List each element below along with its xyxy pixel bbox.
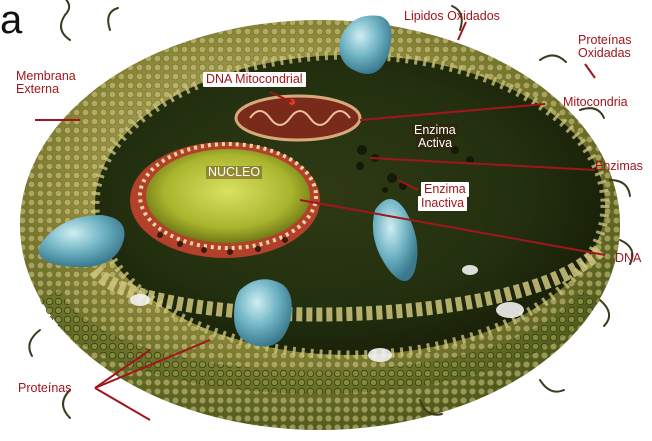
nucleus [146, 149, 310, 243]
protein-bottom [234, 279, 292, 346]
label-enzima-inactiva-line1: Enzima [421, 182, 469, 197]
label-nucleo: NUCLEO [206, 166, 262, 179]
label-dna: DNA [615, 252, 641, 265]
mitochondrion [236, 96, 360, 140]
label-proteinas: Proteínas [18, 382, 72, 395]
label-dna-mitocondrial: DNA Mitocondrial [203, 72, 306, 87]
label-enzima-activa-line2: Activa [416, 137, 454, 150]
label-proteinas-oxidadas-line2: Oxidadas [578, 47, 631, 60]
label-enzima-inactiva-line2: Inactiva [418, 196, 467, 211]
label-membrana-line2: Externa [16, 83, 59, 96]
figure-letter: a [0, 0, 22, 40]
label-mitocondria: Mitocondria [563, 96, 628, 109]
label-enzimas: Enzimas [595, 160, 643, 173]
label-lipidos-oxidados: Lipidos Oxidados [404, 10, 500, 23]
